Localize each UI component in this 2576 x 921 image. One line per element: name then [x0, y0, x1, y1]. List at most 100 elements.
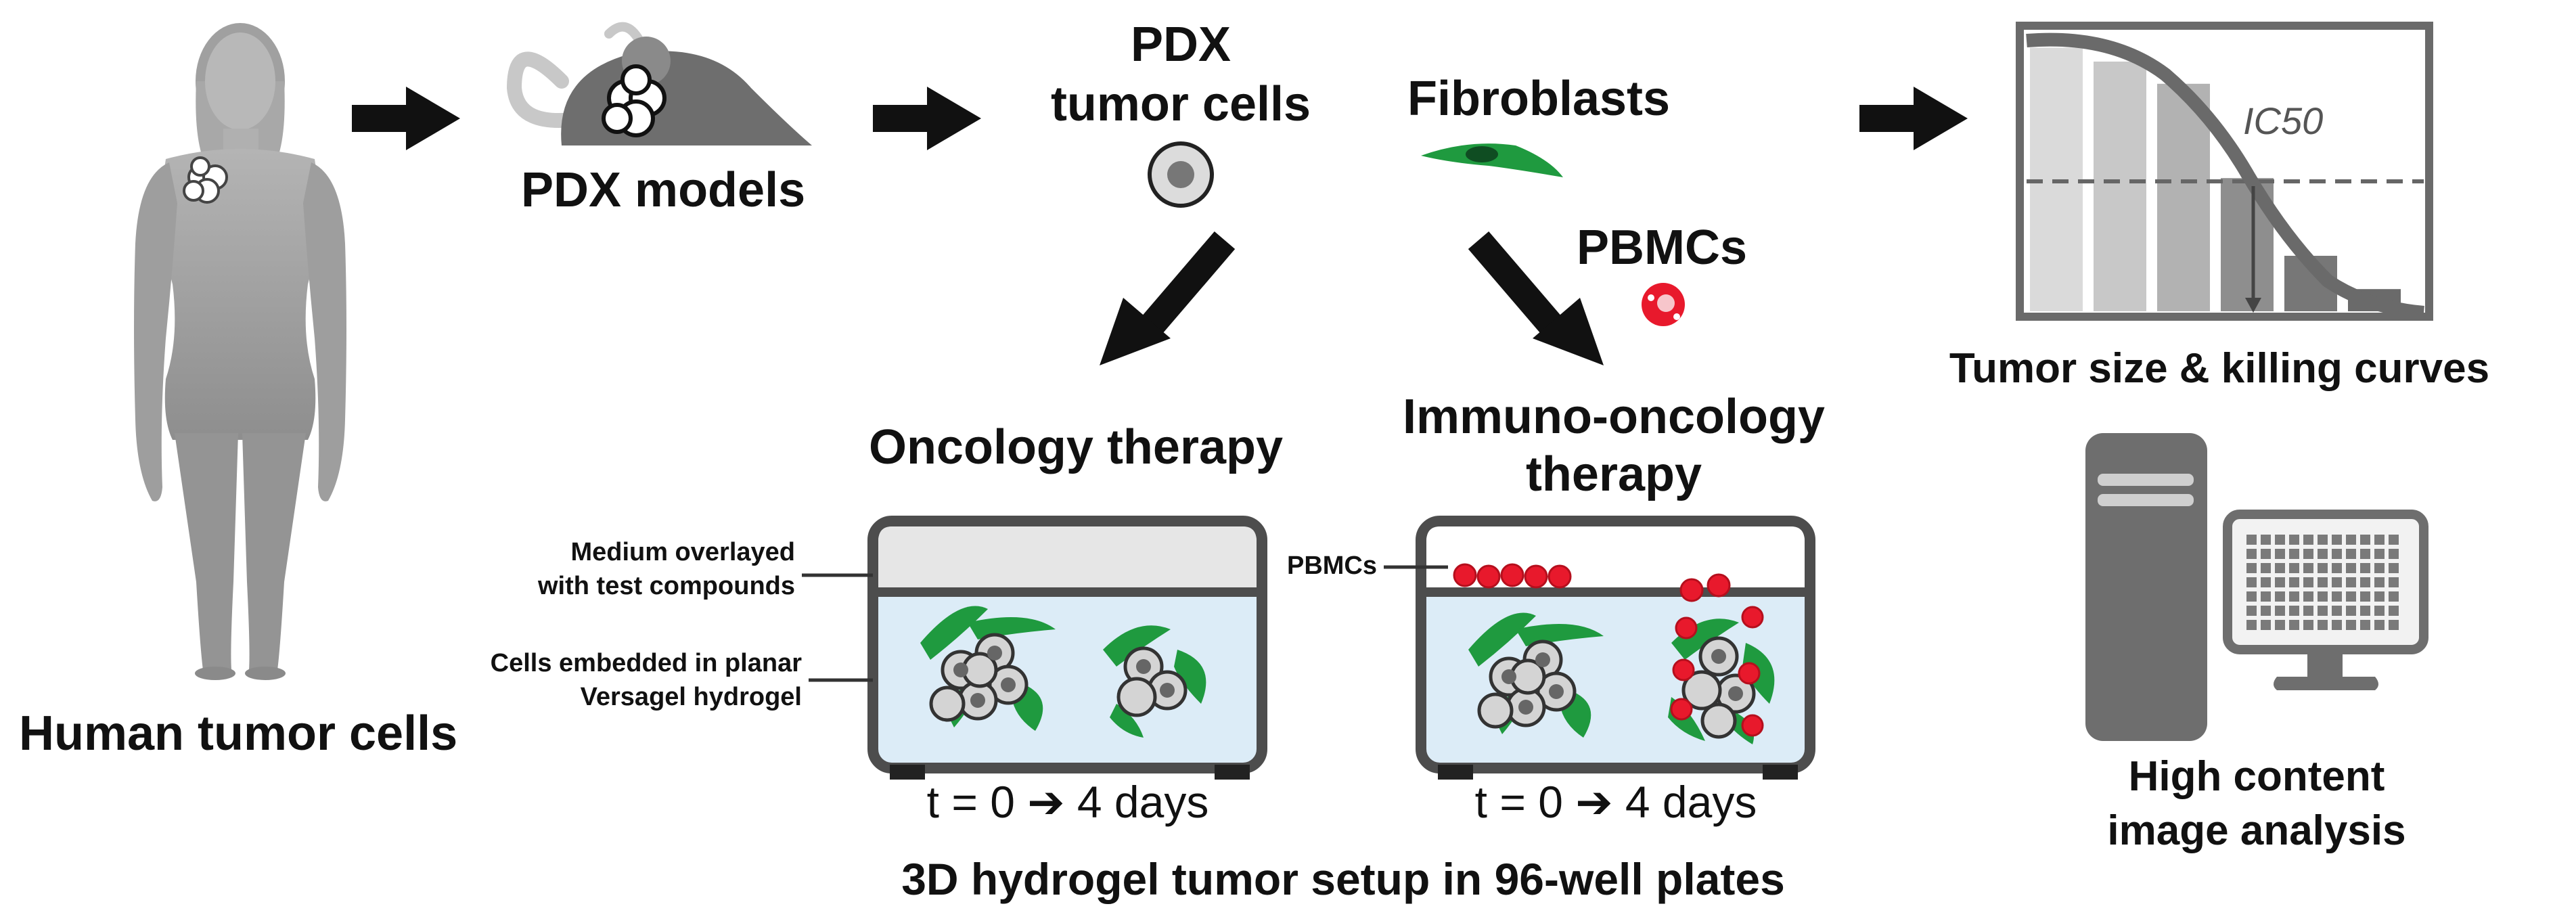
pdx-label-line1: PDX: [1131, 18, 1231, 72]
monitor-grid-cell: [2374, 535, 2385, 545]
monitor-grid-cell: [2246, 549, 2257, 559]
arrow-right-icon: [873, 87, 981, 150]
cells-label-line2: Versagel hydrogel: [581, 683, 802, 711]
chart-bar: [2157, 83, 2210, 312]
monitor-grid-cell: [2318, 535, 2328, 545]
curves-caption: Tumor size & killing curves: [1949, 345, 2489, 392]
monitor-grid-cell: [2303, 620, 2313, 630]
monitor-grid-cell: [2318, 549, 2328, 559]
monitor-grid-cell: [2289, 549, 2299, 559]
monitor-grid-cell: [2246, 606, 2257, 616]
tumor-spheroid-3: [1468, 612, 1604, 738]
monitor-grid-cell: [2275, 606, 2285, 616]
mouse-tumor-cluster-icon: [602, 64, 666, 137]
monitor-grid-cell: [2389, 577, 2399, 587]
monitor-grid-cell: [2332, 549, 2342, 559]
monitor-grid-cell: [2374, 563, 2385, 573]
fibroblast-icon: [1421, 143, 1563, 177]
monitor-grid-cell: [2346, 563, 2356, 573]
pbmcs-label: PBMCs: [1577, 221, 1747, 275]
monitor-grid-cell: [2389, 606, 2399, 616]
monitor-grid-cell: [2360, 606, 2370, 616]
monitor-grid-cell: [2275, 535, 2285, 545]
cells-label-line1: Cells embedded in planar: [491, 649, 803, 677]
monitor-grid-cell: [2303, 549, 2313, 559]
timeline-oncology: t = 0 ➔ 4 days: [927, 777, 1209, 827]
chart-bar: [2094, 62, 2146, 311]
monitor-grid-cell: [2346, 577, 2356, 587]
monitor-grid-cell: [2346, 549, 2356, 559]
monitor-grid-cell: [2360, 563, 2370, 573]
monitor-grid: [2246, 535, 2399, 630]
pbmc-row: [1453, 563, 1731, 602]
immuno-label-line2: therapy: [1526, 447, 1702, 501]
monitor-grid-cell: [2332, 577, 2342, 587]
monitor-grid-cell: [2318, 563, 2328, 573]
killing-curve-chart: IC50: [2016, 22, 2433, 321]
monitor-grid-cell: [2346, 620, 2356, 630]
monitor-grid-cell: [2389, 549, 2399, 559]
monitor-grid-cell: [2318, 606, 2328, 616]
monitor-grid-cell: [2346, 535, 2356, 545]
mouse-icon: [506, 22, 812, 145]
monitor-grid-cell: [2275, 549, 2285, 559]
monitor-grid-cell: [2261, 620, 2271, 630]
setup-caption: 3D hydrogel tumor setup in 96-well plate…: [901, 854, 1785, 904]
tumor-cell-icon: [1148, 141, 1214, 208]
hca-label-line1: High content: [2129, 753, 2385, 800]
fibroblasts-label: Fibroblasts: [1407, 72, 1670, 126]
monitor-grid-cell: [2246, 535, 2257, 545]
ic50-marker-arrow: [2245, 298, 2261, 313]
monitor-grid-cell: [2360, 535, 2370, 545]
monitor-grid-cell: [2360, 577, 2370, 587]
arrow-right-icon: [1859, 87, 1968, 150]
medium-label-line1: Medium overlayed: [570, 538, 795, 566]
monitor-grid-cell: [2303, 535, 2313, 545]
pdx-models-label: PDX models: [521, 163, 805, 217]
monitor-grid-cell: [2289, 577, 2299, 587]
monitor-grid-cell: [2289, 620, 2299, 630]
tumor-cluster-icon: [183, 156, 228, 204]
monitor-grid-cell: [2303, 577, 2313, 587]
monitor-grid-cell: [2389, 591, 2399, 602]
monitor-grid-cell: [2360, 620, 2370, 630]
monitor-grid-cell: [2346, 591, 2356, 602]
monitor-grid-cell: [2374, 606, 2385, 616]
human-tumor-cells-label: Human tumor cells: [19, 706, 457, 761]
immuno-label-line1: Immuno-oncology: [1403, 390, 1825, 444]
hca-label-line2: image analysis: [2107, 807, 2405, 854]
monitor-grid-cell: [2332, 620, 2342, 630]
monitor-grid-cell: [2332, 591, 2342, 602]
monitor-grid-cell: [2275, 620, 2285, 630]
monitor-grid-cell: [2246, 591, 2257, 602]
monitor-grid-cell: [2261, 606, 2271, 616]
arrow-down-right-icon: [1468, 231, 1604, 365]
monitor-grid-cell: [2246, 563, 2257, 573]
monitor-grid-cell: [2374, 549, 2385, 559]
monitor-grid-cell: [2303, 606, 2313, 616]
monitor-grid-cell: [2346, 606, 2356, 616]
pbmc-icon: [1642, 283, 1685, 326]
monitor-grid-cell: [2275, 577, 2285, 587]
monitor-grid-cell: [2246, 577, 2257, 587]
monitor-grid-cell: [2389, 563, 2399, 573]
timeline-immuno: t = 0 ➔ 4 days: [1475, 777, 1757, 827]
monitor-grid-cell: [2389, 620, 2399, 630]
monitor-grid-cell: [2332, 563, 2342, 573]
tumor-spheroid-2: [1103, 625, 1206, 738]
monitor-grid-cell: [2275, 563, 2285, 573]
medium-label-line2: with test compounds: [537, 572, 795, 600]
arrow-right-icon: [352, 87, 460, 150]
monitor-grid-cell: [2389, 535, 2399, 545]
tumor-spheroid-4: [1668, 606, 1775, 744]
monitor-grid-cell: [2303, 591, 2313, 602]
monitor-grid-cell: [2374, 620, 2385, 630]
killing-sigmoid-curve: [2026, 32, 2424, 319]
oncology-therapy-label: Oncology therapy: [869, 420, 1283, 474]
monitor-grid-cell: [2374, 591, 2385, 602]
monitor-grid-cell: [2318, 591, 2328, 602]
monitor-grid-cell: [2374, 577, 2385, 587]
monitor-grid-cell: [2289, 606, 2299, 616]
